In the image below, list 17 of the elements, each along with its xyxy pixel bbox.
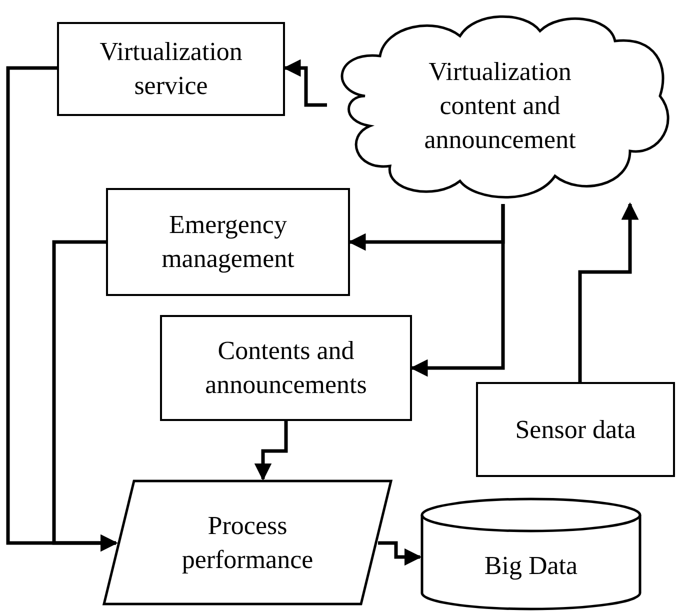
connector-arrow — [378, 541, 422, 566]
connector-arrow — [283, 59, 327, 107]
connector-arrow — [410, 204, 505, 377]
process-box — [476, 382, 675, 477]
node-label: Sensor data — [515, 414, 636, 446]
process-box — [160, 315, 412, 421]
node-label: Emergency management — [160, 209, 296, 275]
node-label: Virtualization content and announcement — [423, 56, 577, 156]
node-label: Process performance — [180, 510, 314, 576]
connector-arrow — [254, 421, 288, 481]
node-label: Contents and announcements — [204, 335, 368, 401]
connector-arrow — [578, 202, 639, 382]
node-label: Virtualization service — [98, 36, 244, 102]
process-box — [106, 188, 350, 296]
node-label: Big Data — [484, 550, 578, 582]
process-box — [57, 22, 285, 116]
connector-arrow — [52, 240, 118, 552]
